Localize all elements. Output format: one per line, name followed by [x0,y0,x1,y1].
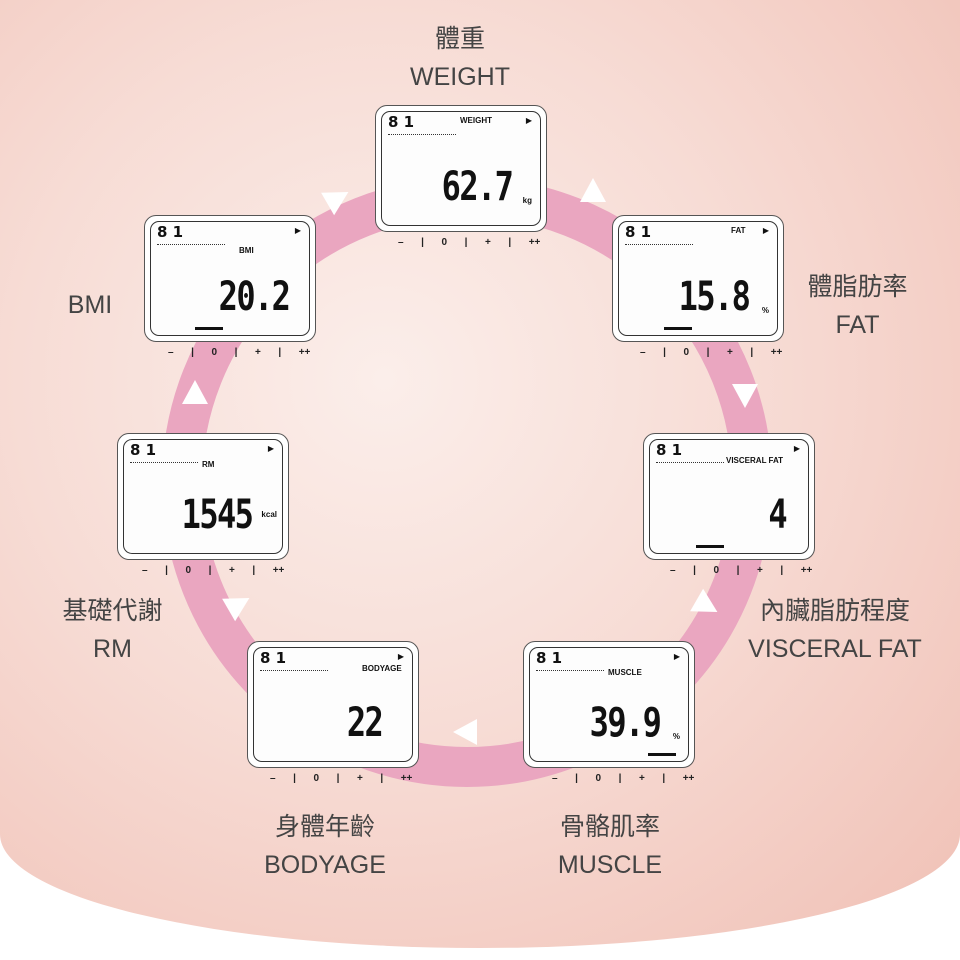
scale-label: – | 0 | + | ++ [270,773,413,784]
caption-muscle: 骨骼肌率 MUSCLE [510,808,710,884]
scale-label: – | 0 | + | ++ [168,347,311,358]
caption-zh: 體重 [434,25,485,53]
arrow-icon [182,380,208,404]
caption-visceral-fat: 內臟脂肪程度 VISCERAL FAT [735,592,935,668]
user-icon: 8 1 [536,649,563,667]
caption-zh: 基礎代謝 [62,597,163,625]
arrow-icon [580,178,606,202]
caption-rm: 基礎代謝 RM [30,592,195,668]
display-unit: % [761,306,769,315]
caption-en: BODYAGE [264,851,386,879]
caption-weight: 體重 WEIGHT [360,20,560,96]
user-icon: 8 1 [130,441,157,459]
play-icon: ▶ [793,444,800,453]
caption-en: FAT [835,311,880,339]
caption-zh: 體脂肪率 [807,273,908,301]
arrow-icon [732,384,758,408]
scale-label: – | 0 | + | ++ [552,773,695,784]
display-value: 39.9 [589,700,661,746]
caption-en: VISCERAL FAT [748,635,922,663]
caption-zh: 身體年齡 [274,813,375,841]
user-icon: 8 1 [625,223,652,241]
scale-label: – | 0 | + | ++ [670,565,813,576]
display-value: 4 [768,492,787,538]
divider [130,462,198,463]
arrow-icon [453,719,477,745]
rm-display: 8 1 RM ▶ 1545 kcal [117,433,289,560]
user-icon: 8 1 [656,441,683,459]
scale-label: – | 0 | + | ++ [640,347,783,358]
caption-bmi: BMI [40,286,140,324]
caption-bodyage: 身體年齡 BODYAGE [225,808,425,884]
level-indicator: ▬▬▬ [195,322,223,333]
display-unit: kcal [261,510,277,519]
bmi-display: 8 1 BMI ▶ 20.2 ▬▬▬ [144,215,316,342]
display-value: 1545 [181,492,253,538]
display-label: WEIGHT [460,116,492,125]
display-unit: kg [522,196,532,205]
display-label: FAT [731,226,746,235]
divider [388,134,456,135]
caption-en: BMI [67,291,113,319]
scale-label: – | 0 | + | ++ [398,237,541,248]
display-label: BODYAGE [362,664,402,673]
user-icon: 8 1 [388,113,415,131]
play-icon: ▶ [294,226,301,235]
visceral-fat-display: 8 1 VISCERAL FAT ▶ 4 ▬▬▬ [643,433,815,560]
caption-en: RM [93,635,132,663]
display-value: 20.2 [218,274,290,320]
user-icon: 8 1 [260,649,287,667]
user-icon: 8 1 [157,223,184,241]
scale-label: – | 0 | + | ++ [142,565,285,576]
weight-display: 8 1 WEIGHT ▶ 62.7 kg [375,105,547,232]
display-unit: % [672,732,680,741]
caption-zh: 內臟脂肪程度 [759,597,910,625]
caption-en: MUSCLE [557,851,663,879]
divider [260,670,328,671]
muscle-display: 8 1 MUSCLE ▶ 39.9 % ▬▬▬ [523,641,695,768]
fat-display: 8 1 FAT ▶ 15.8 % ▬▬▬ [612,215,784,342]
play-icon: ▶ [762,226,769,235]
display-label: RM [202,460,215,469]
display-label: BMI [239,246,254,255]
play-icon: ▶ [267,444,274,453]
bodyage-display: 8 1 BODYAGE ▶ 22 [247,641,419,768]
divider [656,462,724,463]
display-value: 15.8 [678,274,750,320]
level-indicator: ▬▬▬ [696,540,724,551]
display-label: MUSCLE [608,668,642,677]
level-indicator: ▬▬▬ [648,748,676,759]
caption-fat: 體脂肪率 FAT [770,268,945,344]
caption-en: WEIGHT [410,63,510,91]
display-label: VISCERAL FAT [726,456,784,465]
display-value: 62.7 [441,164,513,210]
divider [157,244,225,245]
level-indicator: ▬▬▬ [664,322,692,333]
divider [536,670,604,671]
caption-zh: 骨骼肌率 [559,813,660,841]
play-icon: ▶ [397,652,404,661]
display-value: 22 [346,700,384,746]
play-icon: ▶ [525,116,532,125]
divider [625,244,693,245]
play-icon: ▶ [673,652,680,661]
